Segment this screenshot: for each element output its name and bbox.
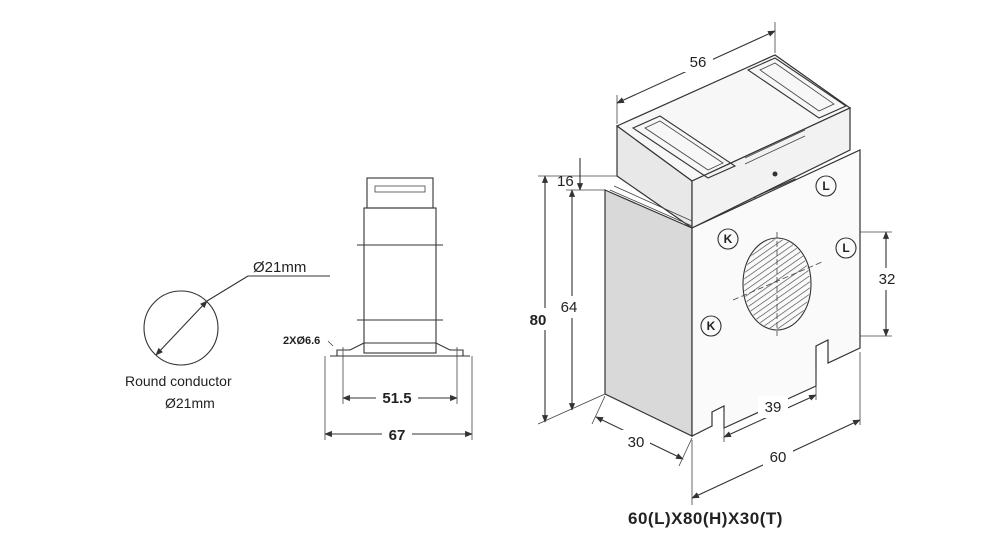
iso-top-screw [772,171,778,177]
side-view-base [336,342,464,357]
side-view-hole-label: 2XØ6.6 [283,335,320,347]
iso-dim-32-label: 32 [879,271,896,288]
terminal-l-upper-label: L [822,179,829,193]
iso-top-ridge2 [744,135,806,165]
terminal-k-lower: K [700,315,722,337]
terminal-k-upper: K [717,228,739,250]
round-conductor: Ø21mm Round conductor Ø21mm [125,259,330,411]
iso-dim-30-bg [620,430,650,452]
iso-dim-60-label: 60 [770,449,787,466]
conductor-diameter-label: Ø21mm [253,259,306,276]
iso-ext-30-left [591,395,606,425]
side-view-hole-leader [327,340,334,347]
iso-window-centerline-h [732,261,823,301]
iso-ext-30-right [678,437,693,467]
side-view-top-slot [374,185,426,193]
iso-body-edge-1 [609,189,693,227]
side-view-dim-inner-bg [376,388,418,408]
iso-dim-56-bg [683,50,713,72]
iso-dim-56-label: 56 [690,54,707,71]
iso-dim-80-label: 80 [530,312,547,329]
terminal-l-lower-label: L [842,241,849,255]
iso-top-ridge [744,129,806,159]
conductor-circle [143,290,219,366]
iso-dim-64-bg [556,296,584,318]
side-view-dim-inner-label: 51.5 [382,390,411,407]
dimensions-summary: 60(L)X80(H)X30(T) [628,509,783,528]
conductor-caption-line2: Ø21mm [165,395,215,411]
terminal-k-lower-label: K [707,319,716,333]
iso-top-right [691,107,851,229]
conductor-leader-line [206,275,249,302]
side-view-body [363,207,437,354]
iso-dim-39-label: 39 [765,399,782,416]
conductor-caption-line1: Round conductor [125,373,232,389]
iso-dim-80-bg [526,308,552,330]
iso-dim-16-label: 16 [557,173,574,190]
terminal-l-upper: L [815,175,837,197]
side-view-top-cap [366,177,434,209]
iso-dim-32-bg [874,268,902,290]
iso-view: K L L K 56 80 64 16 [526,22,902,505]
iso-body-side [604,189,693,437]
iso-dim-60-bg [763,446,793,468]
iso-dim-30-label: 30 [628,434,645,451]
side-view-dim-outer-label: 67 [389,427,406,444]
side-view: 2XØ6.6 51.5 67 [283,177,473,444]
iso-dim-64-label: 64 [561,299,578,316]
iso-slot-front [631,115,737,179]
iso-dim-39-bg [758,396,788,418]
iso-slot-front-inner [644,120,724,171]
conductor-diameter-line [155,300,208,356]
side-view-dim-outer-bg [382,424,412,444]
terminal-l-lower: L [835,237,857,259]
terminal-k-upper-label: K [724,232,733,246]
iso-body-edge-2 [613,185,693,222]
